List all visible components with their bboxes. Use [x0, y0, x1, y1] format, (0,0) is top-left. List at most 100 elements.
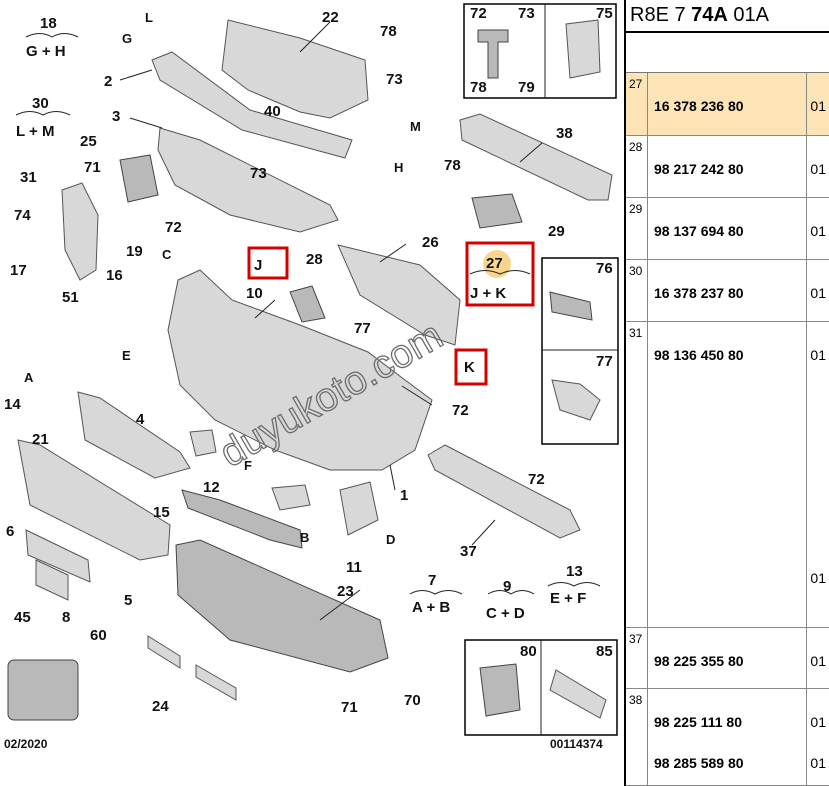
- callout-label: 37: [460, 543, 477, 560]
- callout-label: 24: [152, 698, 169, 715]
- callout-label: 73: [386, 71, 403, 88]
- callout-label: J: [254, 257, 262, 274]
- row-index: 27: [626, 73, 648, 135]
- bolt-76-icon: [549, 291, 593, 321]
- part-6-plate: [25, 529, 91, 583]
- fastener-box-76-77: [541, 257, 619, 445]
- callout-label: 16: [106, 267, 123, 284]
- callout-label: G + H: [26, 43, 66, 60]
- clip-80-icon: [479, 663, 521, 717]
- callout-label: F: [244, 458, 252, 473]
- callout-label: 2: [104, 73, 112, 90]
- callout-label: 23: [337, 583, 354, 600]
- callout-label: 72: [528, 471, 545, 488]
- panel-subheader: [626, 33, 829, 73]
- qty-column: [806, 628, 829, 688]
- callout-label: 72: [470, 5, 487, 22]
- callout-label: 71: [84, 159, 101, 176]
- callout-label: 72: [165, 219, 182, 236]
- callout-label: 6: [6, 523, 14, 540]
- callout-label: 73: [250, 165, 267, 182]
- part-28-bracket: [289, 285, 326, 323]
- row-index: 29: [626, 198, 648, 259]
- row-index: 30: [626, 260, 648, 321]
- part-1-bumper-cover: [167, 269, 433, 471]
- part-45-plate: [35, 559, 69, 601]
- part-5-lower-grille: [17, 439, 171, 561]
- part-B-clip: [271, 484, 311, 511]
- callout-label: 70: [404, 692, 421, 709]
- callout-label: 71: [341, 699, 358, 716]
- callout-label: 26: [422, 234, 439, 251]
- part-number: 16 378 237 80: [654, 285, 744, 301]
- part-31-side-bracket: [61, 182, 99, 281]
- qty-column: [806, 260, 829, 321]
- callout-label: 27: [486, 255, 503, 272]
- callout-label: E + F: [550, 590, 586, 607]
- part-number: 98 136 450 80: [654, 347, 744, 363]
- quantity: 01: [810, 223, 826, 239]
- quantity: 01: [810, 653, 826, 669]
- callout-label: 73: [518, 5, 535, 22]
- qty-column: [806, 73, 829, 135]
- callout-label: 78: [470, 79, 487, 96]
- part-38-impact-beam: [459, 113, 613, 201]
- callout-label: L + M: [16, 123, 54, 140]
- qty-column: [806, 689, 829, 785]
- part-24-strip-b: [195, 664, 237, 701]
- qty-column: [806, 322, 829, 627]
- part-number: 98 225 111 80: [654, 714, 742, 730]
- callout-label: 10: [246, 285, 263, 302]
- callout-label: 18: [40, 15, 57, 32]
- callout-label: 38: [556, 125, 573, 142]
- callout-label: C + D: [486, 605, 525, 622]
- callout-label: 12: [203, 479, 220, 496]
- callout-label: 19: [126, 243, 143, 260]
- callout-label: A: [24, 370, 34, 385]
- callout-label: 85: [596, 643, 613, 660]
- pin-85-icon: [549, 669, 607, 719]
- callout-label: 40: [264, 103, 281, 120]
- part-D-bracket: [339, 481, 379, 536]
- footer-ref: 00114374: [550, 737, 603, 751]
- part-37-lower-beam: [427, 444, 581, 539]
- callout-label: A + B: [412, 599, 450, 616]
- callout-label: G: [122, 31, 132, 46]
- quantity: 01: [810, 161, 826, 177]
- callout-label: 78: [380, 23, 397, 40]
- callout-label: 11: [346, 559, 362, 576]
- callout-label: 80: [520, 643, 537, 660]
- parts-row[interactable]: 30 16 378 237 80 01: [626, 260, 829, 322]
- panel-header: R8E 7 74A 01A: [626, 0, 829, 33]
- callout-label: M: [410, 119, 421, 134]
- part-F-clip: [189, 429, 217, 457]
- callout-label: 22: [322, 9, 339, 26]
- callout-label: J + K: [470, 285, 506, 302]
- callout-label: 51: [62, 289, 79, 306]
- quantity: 01: [810, 285, 826, 301]
- callout-label: 28: [306, 251, 323, 268]
- callout-label: C: [162, 247, 172, 262]
- callout-label: E: [122, 348, 131, 363]
- callout-label: D: [386, 532, 395, 547]
- highlight-J: [247, 246, 289, 280]
- part-number-alt: 98 285 589 80: [654, 755, 744, 771]
- part-24-strip-a: [147, 635, 181, 669]
- part-22-crossmember: [221, 19, 369, 119]
- screw-72-icon: [477, 29, 509, 79]
- part-number: 98 225 355 80: [654, 653, 744, 669]
- part-23-undertray: [175, 539, 389, 673]
- part-number: 98 217 242 80: [654, 161, 744, 177]
- callout-label: 3: [112, 108, 120, 125]
- callout-label: 60: [90, 627, 107, 644]
- part-60-fastener-kit: [7, 659, 79, 721]
